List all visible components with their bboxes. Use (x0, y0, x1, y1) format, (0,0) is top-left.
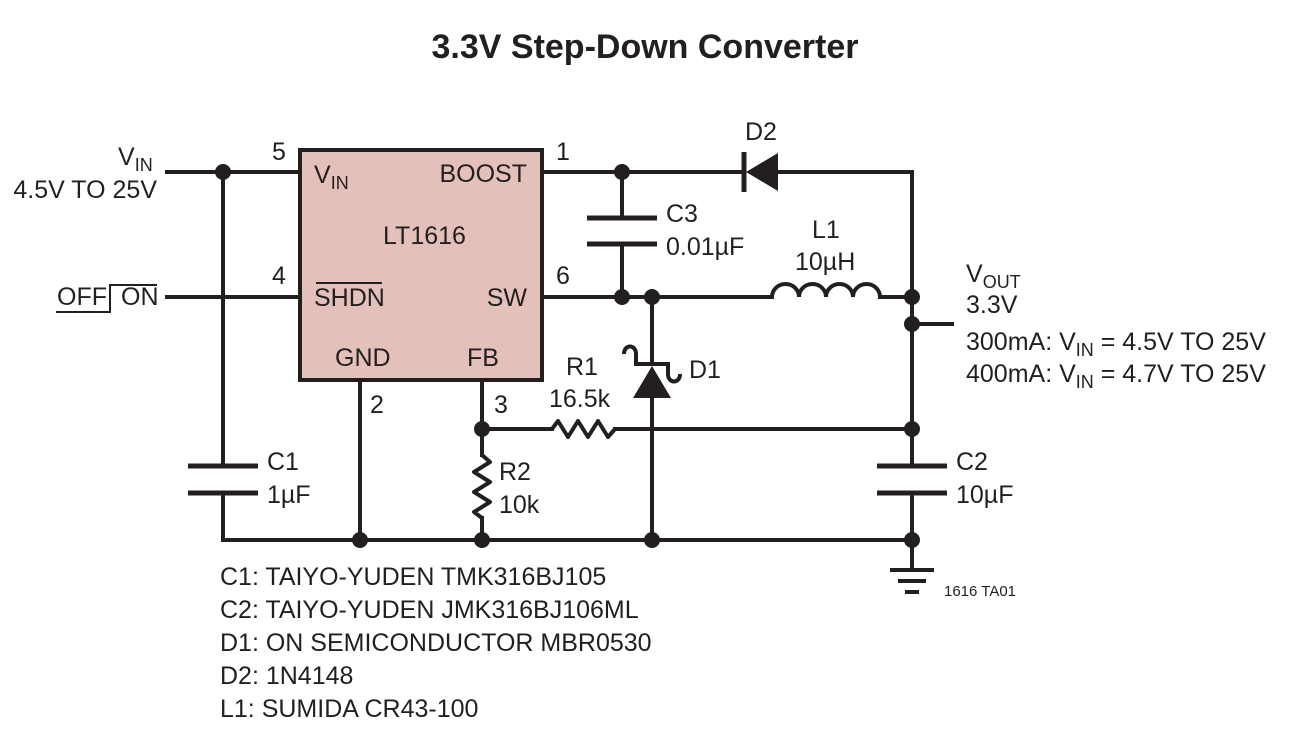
shdn-off-label: OFF (57, 283, 107, 311)
r2-ref: R2 (499, 458, 531, 486)
parts-list: C1: TAIYO-YUDEN TMK316BJ105 C2: TAIYO-YU… (220, 563, 652, 723)
c3-ref: C3 (666, 200, 698, 228)
pin-fb-label: FB (467, 344, 499, 372)
junction-dots (215, 164, 920, 548)
c2-ref: C2 (956, 448, 988, 476)
c1-value: 1µF (267, 481, 311, 509)
diode-d1-symbol (622, 344, 682, 398)
capacitor-c3-symbol (587, 215, 657, 247)
pin-sw-label: SW (487, 284, 528, 312)
parts-list-item: D1: ON SEMICONDUCTOR MBR0530 (220, 629, 652, 657)
pin-gnd-label: GND (335, 344, 391, 372)
parts-list-item: C2: TAIYO-YUDEN JMK316BJ106ML (220, 596, 639, 624)
pin-shdn-number: 4 (272, 262, 286, 290)
pin-gnd-number: 2 (370, 391, 384, 419)
parts-list-item: L1: SUMIDA CR43-100 (220, 695, 478, 723)
resistor-r2-symbol (472, 453, 492, 520)
pin-fb-number: 3 (494, 391, 508, 419)
l1-value: 10µH (795, 248, 855, 276)
vout-voltage: 3.3V (966, 291, 1018, 319)
vout-spec-300ma: 300mA: VIN = 4.5V TO 25V (966, 328, 1266, 360)
r2-value: 10k (499, 491, 540, 519)
ic-body (298, 148, 544, 382)
diode-d2-symbol (741, 152, 778, 192)
c1-ref: C1 (267, 448, 299, 476)
ground-icon (890, 560, 934, 594)
pin-vin-label: VIN (314, 161, 349, 193)
d1-ref: D1 (689, 356, 721, 384)
l1-ref: L1 (812, 216, 840, 244)
parts-list-item: D2: 1N4148 (220, 662, 353, 690)
shdn-control-bracket (56, 284, 157, 313)
pin-sw-number: 6 (556, 262, 570, 290)
pin-vin-number: 5 (272, 138, 286, 166)
vin-label: VIN (118, 143, 153, 175)
capacitor-c1-symbol (188, 463, 258, 496)
pin-boost-label: BOOST (439, 160, 527, 188)
ic-name: LT1616 (383, 222, 466, 250)
page-title: 3.3V Step-Down Converter (432, 28, 859, 66)
c3-value: 0.01µF (666, 233, 744, 261)
vout-spec-400ma: 400mA: VIN = 4.7V TO 25V (966, 360, 1266, 392)
figure-id: 1616 TA01 (944, 583, 1016, 600)
d2-ref: D2 (745, 118, 777, 146)
capacitor-c2-symbol (877, 463, 947, 496)
c2-value: 10µF (956, 481, 1013, 509)
pin-boost-number: 1 (556, 138, 570, 166)
shdn-on-label: ON (121, 283, 159, 311)
r1-value: 16.5k (549, 385, 611, 413)
resistor-r1-symbol (550, 419, 617, 439)
vin-range: 4.5V TO 25V (13, 176, 157, 204)
vout-label: VOUT (966, 260, 1021, 292)
inductor-l1-symbol (770, 282, 882, 298)
r1-ref: R1 (566, 353, 598, 381)
pin-shdn-label: SHDN (314, 284, 385, 312)
parts-list-item: C1: TAIYO-YUDEN TMK316BJ105 (220, 563, 606, 591)
